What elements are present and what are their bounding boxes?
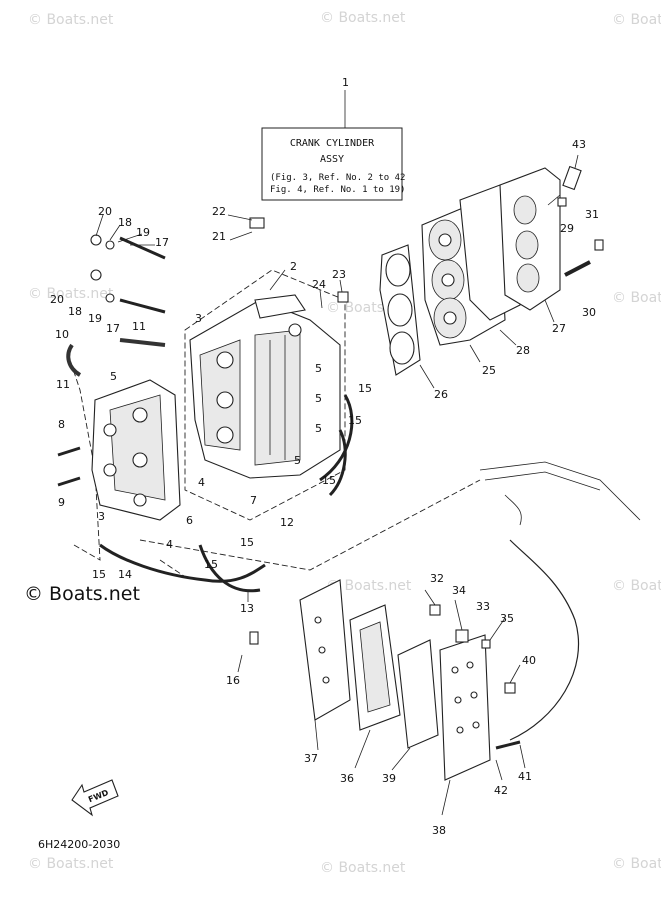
head-cover — [499, 167, 561, 311]
callout-5b: 5 — [315, 362, 322, 375]
callout-29: 29 — [560, 222, 574, 235]
callout-8: 8 — [58, 418, 65, 431]
callout-5c: 5 — [315, 392, 322, 405]
callout-40: 40 — [522, 654, 536, 667]
callout-5d: 5 — [315, 422, 322, 435]
callout-34: 34 — [452, 584, 466, 597]
callout-15a: 15 — [358, 382, 372, 395]
crankcase — [91, 379, 181, 521]
callout-42: 42 — [494, 784, 508, 797]
watermark-bottom-center: © Boats.net — [320, 860, 406, 876]
callout-25: 25 — [482, 364, 496, 377]
watermark-lower-right: © Boats.net — [612, 578, 661, 594]
callout-12: 12 — [280, 516, 294, 529]
callout-4b: 4 — [166, 538, 173, 551]
callout-17a: 17 — [155, 236, 169, 249]
hoses — [66, 338, 580, 741]
exhaust-outer-cover — [299, 579, 351, 721]
callout-21: 21 — [212, 230, 226, 243]
callout-43: 43 — [572, 138, 586, 151]
callout-20b: 20 — [50, 293, 64, 306]
fwd-indicator: FWD — [71, 779, 119, 817]
callout-41: 41 — [518, 770, 532, 783]
callout-24: 24 — [312, 278, 326, 291]
callout-6: 6 — [186, 514, 193, 527]
watermark-lower-center: © Boats.net — [326, 578, 412, 594]
assembly-ref-line-2: Fig. 4, Ref. No. 1 to 19) — [270, 185, 405, 195]
watermark-mid-left: © Boats.net — [28, 286, 114, 302]
watermark-mid-right: © Boats.net — [612, 290, 661, 306]
callout-22: 22 — [212, 205, 226, 218]
callout-30: 30 — [582, 306, 596, 319]
callout-10: 10 — [55, 328, 69, 341]
callout-26: 26 — [434, 388, 448, 401]
exhaust-cover-plate — [439, 634, 491, 781]
callout-23: 23 — [332, 268, 346, 281]
callout-19a: 19 — [136, 226, 150, 239]
assembly-subtitle: ASSY — [320, 154, 344, 165]
callout-numbers: 1 2 3 3 4 4 5 5 5 5 5 6 7 8 9 10 11 11 1… — [50, 76, 599, 837]
callout-19b: 19 — [88, 312, 102, 325]
bolts-right — [557, 197, 604, 277]
callout-11a: 11 — [132, 320, 146, 333]
callout-15e: 15 — [204, 558, 218, 571]
callout-18a: 18 — [118, 216, 132, 229]
callout-15b: 15 — [348, 414, 362, 427]
callout-2: 2 — [290, 260, 297, 273]
assembly-ref-line-1: (Fig. 3, Ref. No. 2 to 42 — [270, 173, 405, 183]
callout-3b: 3 — [98, 510, 105, 523]
callout-20a: 20 — [98, 205, 112, 218]
watermark-top-right: © Boats.net — [612, 12, 661, 28]
callout-17b: 17 — [106, 322, 120, 335]
watermark-top-center: © Boats.net — [320, 10, 406, 26]
callout-5a: 5 — [110, 370, 117, 383]
callout-39: 39 — [382, 772, 396, 785]
callout-5e: 5 — [294, 454, 301, 467]
callout-38: 38 — [432, 824, 446, 837]
engine-outline-fragment — [479, 461, 641, 526]
callout-14: 14 — [118, 568, 132, 581]
leader-lines — [95, 214, 555, 816]
watermark-large: © Boats.net — [24, 583, 140, 605]
callout-15c: 15 — [322, 474, 336, 487]
callout-16: 16 — [226, 674, 240, 687]
callout-11b: 11 — [56, 378, 70, 391]
callout-3a: 3 — [195, 312, 202, 325]
exhaust-inner-cover — [349, 604, 401, 731]
head-gasket — [379, 244, 421, 376]
callout-1: 1 — [342, 76, 349, 89]
watermarks: © Boats.net © Boats.net © Boats.net © Bo… — [24, 10, 661, 876]
callout-4a: 4 — [198, 476, 205, 489]
diagram-code: 6H24200-2030 — [38, 838, 120, 851]
watermark-bottom-right: © Boats.net — [612, 856, 661, 872]
callout-36: 36 — [340, 772, 354, 785]
callout-13: 13 — [240, 602, 254, 615]
callout-15f: 15 — [92, 568, 106, 581]
thermo-sensor — [547, 154, 582, 206]
callout-35: 35 — [500, 612, 514, 625]
callout-7: 7 — [250, 494, 257, 507]
callout-33: 33 — [476, 600, 490, 613]
callout-31: 31 — [585, 208, 599, 221]
assembly-reference-box: CRANK CYLINDER ASSY (Fig. 3, Ref. No. 2 … — [261, 90, 405, 201]
callout-37: 37 — [304, 752, 318, 765]
callout-18b: 18 — [68, 305, 82, 318]
assembly-title: CRANK CYLINDER — [290, 138, 375, 149]
watermark-top-left: © Boats.net — [28, 12, 114, 28]
watermark-bottom-left: © Boats.net — [28, 856, 114, 872]
cylinder-block — [189, 294, 341, 479]
exhaust-gasket — [397, 639, 439, 749]
callout-9: 9 — [58, 496, 65, 509]
callout-28: 28 — [516, 344, 530, 357]
callout-27: 27 — [552, 322, 566, 335]
callout-32: 32 — [430, 572, 444, 585]
callout-15d: 15 — [240, 536, 254, 549]
